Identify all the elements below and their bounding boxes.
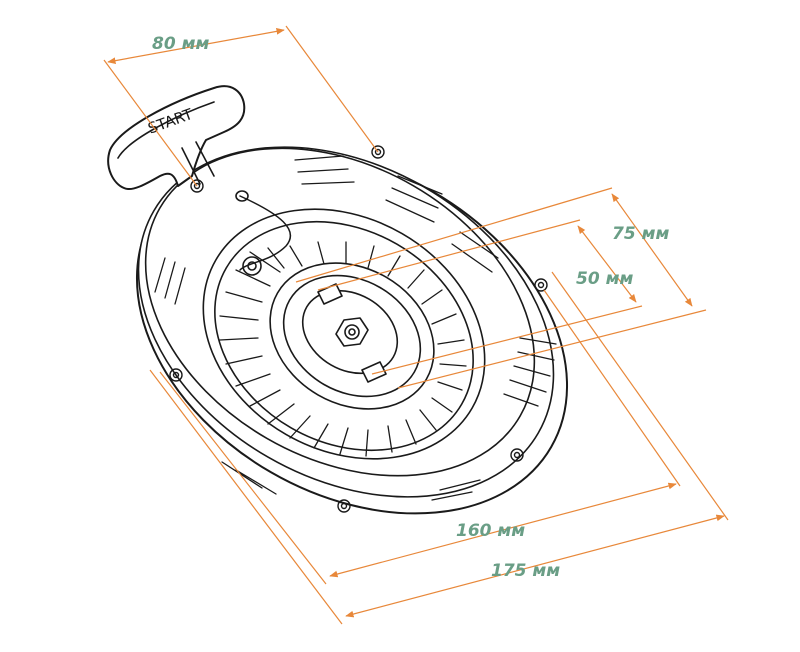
vent-slots bbox=[154, 155, 557, 501]
spring-clip bbox=[242, 256, 262, 276]
mounting-holes bbox=[169, 145, 548, 513]
dimension-label-80: 80 мм bbox=[152, 34, 210, 54]
hub-middle bbox=[282, 274, 422, 398]
center-nut bbox=[335, 317, 369, 347]
rope-guide-wire bbox=[239, 195, 292, 271]
dimension-lines bbox=[103, 25, 729, 625]
dimension-label-160: 160 мм bbox=[456, 521, 526, 541]
recoil-starter-drawing bbox=[107, 85, 569, 515]
dimension-label-75: 75 мм bbox=[612, 224, 670, 244]
dimension-label-50: 50 мм bbox=[576, 269, 634, 289]
dimension-label-175: 175 мм bbox=[491, 561, 561, 581]
housing-face bbox=[144, 147, 536, 477]
inner-ring-inner bbox=[214, 220, 474, 452]
rope-guide-eye bbox=[235, 190, 249, 202]
pulley-fins bbox=[219, 241, 467, 457]
